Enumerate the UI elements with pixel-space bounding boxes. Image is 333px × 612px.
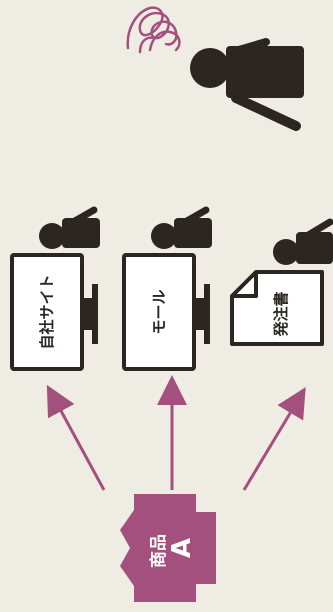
- monitor-icon: [122, 253, 210, 371]
- order-form-label: 発注書: [272, 291, 290, 337]
- own-site-label: 自社サイト: [38, 274, 56, 349]
- arrows: [46, 375, 306, 491]
- monitor-icon: [10, 253, 98, 371]
- arrow-to-order-form: [242, 387, 306, 491]
- operator-person-icon: [39, 206, 100, 249]
- product-a: 商品 A: [120, 494, 216, 602]
- arrow-to-own-site: [46, 384, 106, 491]
- scribble-icon: [126, 6, 181, 54]
- product-label-letter: A: [167, 538, 197, 558]
- tshirt-icon: [120, 494, 216, 602]
- operator-person-icon: [151, 206, 212, 249]
- product-label: 商品 A: [148, 528, 197, 568]
- mall-label: モール: [150, 289, 168, 334]
- worried-person-icon: [126, 6, 304, 131]
- channel-mall: モール: [122, 206, 212, 371]
- document-icon: [230, 270, 324, 346]
- channel-own-site: 自社サイト: [10, 206, 100, 371]
- operator-person-icon: [273, 218, 333, 265]
- product-label-name: 商品: [148, 534, 169, 568]
- channel-order-form: 発注書: [230, 218, 333, 346]
